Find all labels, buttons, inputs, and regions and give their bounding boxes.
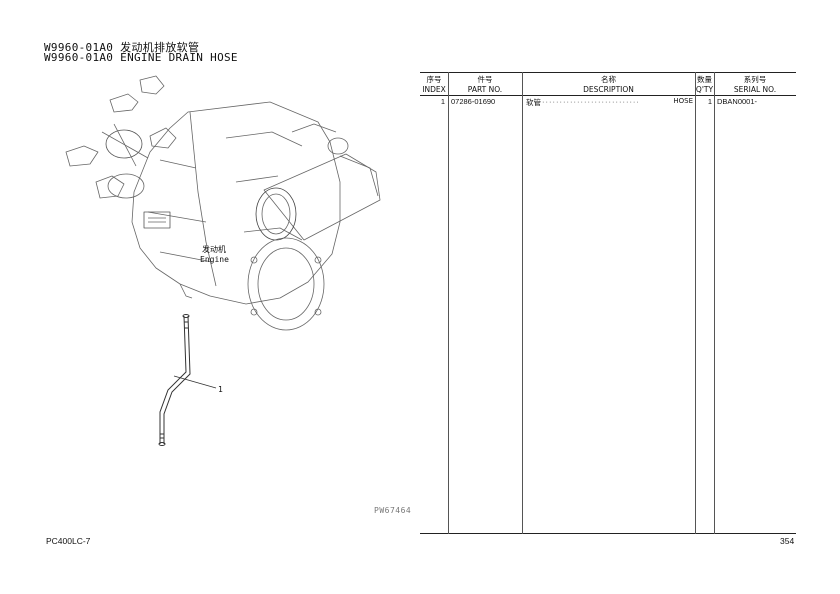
fan-blade xyxy=(109,93,139,113)
header-desc-en: DESCRIPTION xyxy=(583,85,634,94)
fan-blade xyxy=(149,127,177,149)
fan-blade xyxy=(95,175,125,199)
engine-block xyxy=(131,101,341,305)
header-part-cn: 件号 xyxy=(477,75,493,84)
engine-drain-hose-illustration: 发动机 Engine 1 xyxy=(65,75,381,446)
page-title-cn: W9960-01A0 发动机排放软管 xyxy=(44,41,200,54)
flywheel-housing xyxy=(247,237,325,331)
header-serial-en: SERIAL NO. xyxy=(733,85,777,94)
column-divider xyxy=(448,72,449,534)
table-top-rule xyxy=(420,72,796,73)
page-title-en: W9960-01A0 ENGINE DRAIN HOSE xyxy=(44,51,238,64)
header-index-cn: 序号 xyxy=(426,75,442,84)
header-desc-cn: 名称 xyxy=(601,75,616,84)
row-desc-en: HOSE xyxy=(673,97,693,105)
header-serial-cn: 系列号 xyxy=(743,75,767,84)
row-serial: DBAN0001- xyxy=(717,97,758,106)
engine-label-en: Engine xyxy=(200,255,229,264)
table-bottom-rule xyxy=(420,533,796,534)
parts-table: 序号 INDEX 件号 PART NO. 名称 DESCRIPTION 数量 Q… xyxy=(420,72,796,534)
callout-leader-line xyxy=(173,375,217,389)
engine-label-cn: 发动机 xyxy=(202,244,226,254)
model-number: PC400LC-7 xyxy=(46,536,91,546)
row-desc-leader-dots: ···························· xyxy=(542,97,640,106)
illustration-code: PW67464 xyxy=(374,506,412,515)
column-divider xyxy=(714,72,715,534)
engine-badge xyxy=(143,211,171,229)
column-divider xyxy=(695,72,696,534)
header-index-en: INDEX xyxy=(422,85,446,94)
page-number: 354 xyxy=(780,536,795,546)
callout-1: 1 xyxy=(218,385,223,394)
row-desc-cn: 软管 xyxy=(526,98,541,107)
table-header-rule xyxy=(420,95,796,96)
header-part-en: PART NO. xyxy=(467,85,503,94)
column-divider xyxy=(522,72,523,534)
fan-blade xyxy=(139,75,165,95)
row-index: 1 xyxy=(440,97,445,106)
row-part-no: 07286-01690 xyxy=(451,97,496,106)
drain-hose xyxy=(158,314,191,446)
header-qty-cn: 数量 xyxy=(697,75,712,84)
header-qty-en: Q'TY xyxy=(695,85,714,94)
pulley xyxy=(107,173,145,199)
fan-hub xyxy=(105,129,143,159)
fan-blade xyxy=(65,145,99,167)
air-cleaner xyxy=(263,153,381,241)
row-qty: 1 xyxy=(707,97,712,106)
